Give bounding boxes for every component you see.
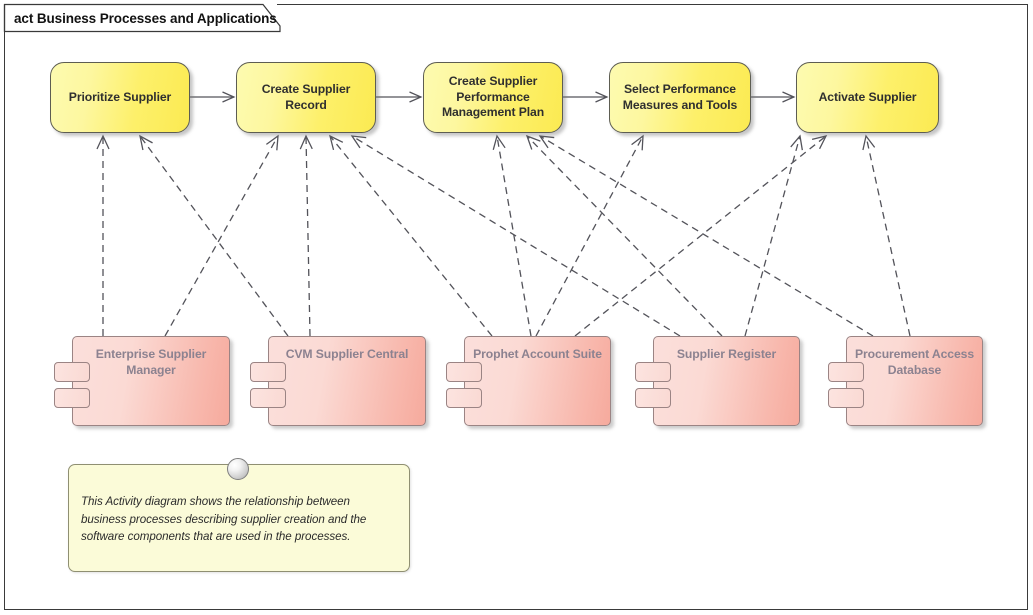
action-label: Prioritize Supplier xyxy=(68,89,172,104)
diagram-frame-tab: act Business Processes and Applications xyxy=(3,3,281,33)
note-anchor-icon xyxy=(227,458,249,480)
component-port-icon-1 xyxy=(446,362,482,382)
action-node-create-supplier-record[interactable]: Create Supplier Record xyxy=(236,62,376,133)
component-label: Prophet Account Suite xyxy=(473,347,602,361)
component-node-prophet-account-suite[interactable]: Prophet Account Suite xyxy=(446,336,611,426)
frame-tab-shape xyxy=(3,3,281,33)
component-label: Supplier Register xyxy=(676,347,777,361)
component-node-procurement-access-database[interactable]: Procurement Access Database xyxy=(828,336,983,426)
component-port-icon-2 xyxy=(446,388,482,408)
component-node-enterprise-supplier-manager[interactable]: Enterprise Supplier Manager xyxy=(54,336,230,426)
action-node-create-supplier-performance-management-plan[interactable]: Create Supplier Performance Management P… xyxy=(423,62,563,133)
component-body: Enterprise Supplier Manager xyxy=(72,336,230,426)
component-label: Procurement Access Database xyxy=(855,347,975,377)
component-port-icon-1 xyxy=(635,362,671,382)
action-label: Activate Supplier xyxy=(818,89,917,104)
component-label: CVM Supplier Central xyxy=(285,347,409,361)
component-node-supplier-register[interactable]: Supplier Register xyxy=(635,336,800,426)
component-port-icon-2 xyxy=(635,388,671,408)
component-port-icon-1 xyxy=(828,362,864,382)
diagram-note: This Activity diagram shows the relation… xyxy=(68,464,410,572)
action-label: Create Supplier Record xyxy=(261,82,351,112)
component-port-icon-1 xyxy=(250,362,286,382)
component-node-cvm-supplier-central[interactable]: CVM Supplier Central xyxy=(250,336,426,426)
component-port-icon-1 xyxy=(54,362,90,382)
component-port-icon-2 xyxy=(54,388,90,408)
component-label: Enterprise Supplier Manager xyxy=(95,347,207,377)
action-node-prioritize-supplier[interactable]: Prioritize Supplier xyxy=(50,62,190,133)
action-node-activate-supplier[interactable]: Activate Supplier xyxy=(796,62,939,133)
component-body: Procurement Access Database xyxy=(846,336,983,426)
action-label: Create Supplier Performance Management P… xyxy=(441,74,545,120)
frame-title: act Business Processes and Applications xyxy=(14,10,277,26)
component-port-icon-2 xyxy=(828,388,864,408)
component-body: Prophet Account Suite xyxy=(464,336,611,426)
component-body: CVM Supplier Central xyxy=(268,336,426,426)
component-body: Supplier Register xyxy=(653,336,800,426)
note-text: This Activity diagram shows the relation… xyxy=(81,495,367,544)
action-node-select-performance-measures-and-tools[interactable]: Select Performance Measures and Tools xyxy=(609,62,751,133)
component-port-icon-2 xyxy=(250,388,286,408)
action-label: Select Performance Measures and Tools xyxy=(622,82,738,112)
